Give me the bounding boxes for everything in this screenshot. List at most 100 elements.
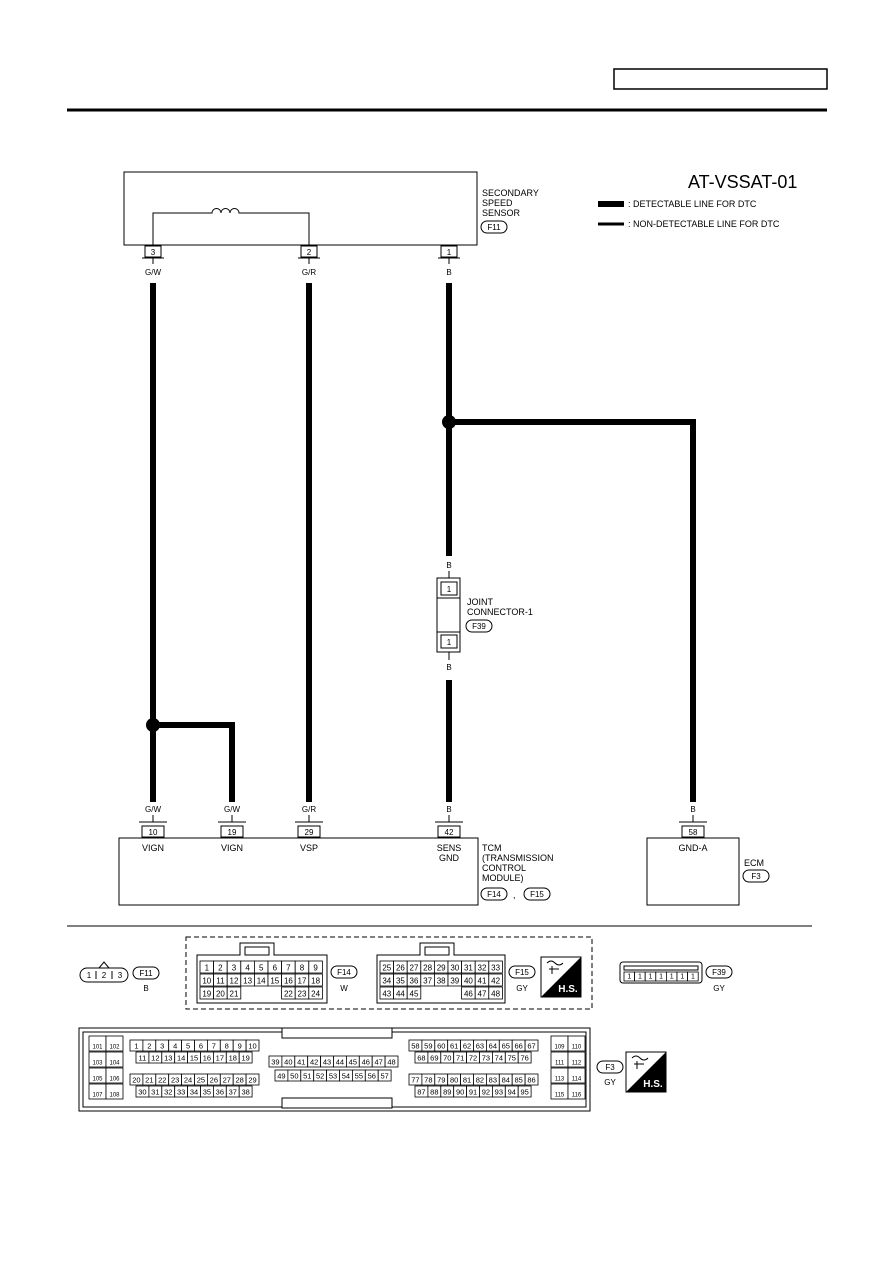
f14-pin-18-cell: [308, 973, 323, 987]
f39-id: F39: [712, 968, 726, 977]
f15-pin-31: 31: [464, 964, 473, 973]
f3-pin-72: 72: [469, 1054, 477, 1063]
f15-pin-41: 41: [478, 977, 487, 986]
f3-pin-116-cell: [567, 1083, 586, 1100]
ecm-connector-badge: [742, 869, 770, 883]
f3-pin-77: 77: [411, 1076, 419, 1085]
f3-pin-53: 53: [329, 1072, 337, 1081]
f15-pin-34: 34: [382, 977, 391, 986]
sensor-name-line2: SPEED: [482, 198, 513, 208]
f3-pin-105: 105: [92, 1077, 103, 1083]
joint-wire-bottom: B: [446, 663, 451, 672]
f3-pin-103: 103: [92, 1061, 103, 1067]
sensor-wire-color-b: B: [446, 268, 451, 277]
f15-pin-37: 37: [423, 977, 432, 986]
f3-pin-38: 38: [241, 1088, 249, 1097]
f3-pin-88: 88: [430, 1088, 438, 1097]
f3-pin-39: 39: [271, 1058, 279, 1067]
f3-pin-61: 61: [450, 1042, 458, 1051]
f15-pin-27: 27: [410, 964, 419, 973]
ecm-pin-58-label: 58: [689, 828, 698, 837]
f14-badge: [330, 965, 358, 979]
sensor-wire-color-gr: G/R: [302, 268, 316, 277]
f3-pin-10: 10: [248, 1042, 256, 1051]
f3-pin-110-cell: [567, 1035, 586, 1052]
f15-pin-48-cell: [488, 986, 503, 1000]
f39-pin-5: 1: [670, 974, 674, 981]
f3-pin-45: 45: [349, 1058, 357, 1067]
f3-pin-6: 6: [199, 1042, 203, 1051]
f3-pin-19-cell: [238, 1051, 253, 1064]
tcm-pin-label-vign-10: VIGN: [142, 843, 164, 853]
diagram-id: AT-VSSAT-01: [688, 172, 797, 192]
f3-pin-43: 43: [323, 1058, 331, 1067]
f15-pin-40: 40: [464, 977, 473, 986]
f3-id: F3: [605, 1063, 615, 1072]
f15-pin-46: 46: [464, 990, 473, 999]
tcm-pin-42: 42: [435, 821, 463, 838]
f3-pin-28: 28: [235, 1076, 243, 1085]
f3-pin-34: 34: [190, 1088, 198, 1097]
ecm-box: [646, 837, 740, 906]
f14-pin-18: 18: [311, 977, 320, 986]
f3-pin-108: 108: [109, 1093, 120, 1099]
f39-pin-7: 1: [691, 974, 695, 981]
f3-pin-55: 55: [355, 1072, 363, 1081]
f3-pin-40: 40: [284, 1058, 292, 1067]
f3-pin-76: 76: [520, 1054, 528, 1063]
f3-pin-67-cell: [524, 1039, 539, 1052]
f3-pin-44: 44: [336, 1058, 344, 1067]
f3-pin-92: 92: [482, 1088, 490, 1097]
tcm-pin-label-vign-19: VIGN: [221, 843, 243, 853]
f14-pin-9: 9: [313, 964, 318, 973]
sensor-name-line1: SECONDARY: [482, 188, 539, 198]
f3-pin-60: 60: [437, 1042, 445, 1051]
f14-pin-23: 23: [298, 990, 307, 999]
f15-pin-45-cell: [406, 986, 422, 1000]
ecm-pin-label: GND-A: [679, 843, 708, 853]
f39-pin-7-cell: [687, 971, 699, 982]
tcm-pin-19: 19: [218, 821, 246, 838]
f3-pin-89: 89: [443, 1088, 451, 1097]
f39-pin-6: 1: [680, 974, 684, 981]
f3-pin-29: 29: [248, 1076, 256, 1085]
f14-pin-4: 4: [245, 964, 250, 973]
f3-pin-86-cell: [524, 1073, 539, 1086]
f3-pin-50: 50: [290, 1072, 298, 1081]
tcm-pin-label-gnd: GND: [439, 853, 460, 863]
f14-pin-2: 2: [218, 964, 223, 973]
f3-pin-8: 8: [225, 1042, 229, 1051]
hs-icon: H.S.: [540, 956, 582, 998]
f3-pin-94: 94: [508, 1088, 516, 1097]
tcm-pin-29: 29: [295, 821, 323, 838]
f3-pin-38-cell: [238, 1085, 253, 1098]
f3-pin-107: 107: [92, 1093, 103, 1099]
f3-pin-35: 35: [203, 1088, 211, 1097]
f3-pin-15: 15: [190, 1054, 198, 1063]
f3-pin-37: 37: [229, 1088, 237, 1097]
f3-pin-90: 90: [456, 1088, 464, 1097]
f3-pin-7: 7: [212, 1042, 216, 1051]
f39-pin-1: 1: [627, 974, 631, 981]
f15-pin-47: 47: [478, 990, 487, 999]
f3-pin-3: 3: [160, 1042, 164, 1051]
f3-pin-74: 74: [495, 1054, 503, 1063]
f11-pin-1: 1: [87, 971, 92, 980]
f14-pin-9-cell: [308, 960, 323, 974]
tcm-wire-color-42: B: [446, 805, 451, 814]
tcm-connector-a: F14: [487, 890, 501, 899]
f14-pin-12: 12: [230, 977, 239, 986]
f3-pin-4: 4: [173, 1042, 177, 1051]
f3-pin-58: 58: [411, 1042, 419, 1051]
f3-pin-80: 80: [450, 1076, 458, 1085]
f14-pin-21: 21: [230, 990, 239, 999]
f15-pin-36: 36: [410, 977, 419, 986]
f15-pin-25: 25: [382, 964, 391, 973]
f3-pin-59: 59: [424, 1042, 432, 1051]
f3-pin-12: 12: [151, 1054, 159, 1063]
f15-pin-45: 45: [410, 990, 419, 999]
f15-pin-35: 35: [396, 977, 405, 986]
joint-connector-id: F39: [472, 622, 486, 631]
